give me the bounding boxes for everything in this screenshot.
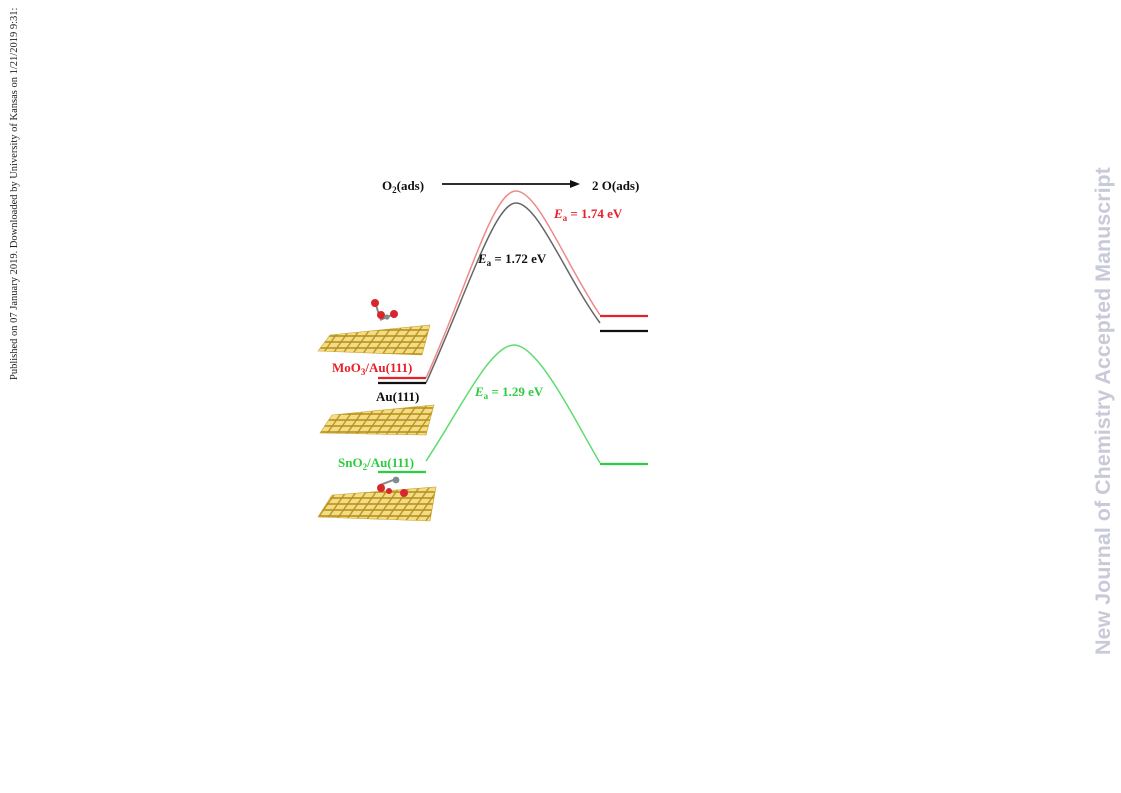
au-energy-curve <box>425 202 601 384</box>
publication-note: Published on 07 January 2019. Downloaded… <box>6 0 20 380</box>
journal-watermark-text: New Journal of Chemistry Accepted Manusc… <box>1091 167 1115 655</box>
reaction-arrow-head <box>570 180 580 188</box>
svg-text:O2(ads): O2(ads) <box>382 178 424 195</box>
product-label: 2 O(ads) <box>592 178 639 193</box>
mo-surface-label: MoO3/Au(111) <box>332 360 412 377</box>
publication-note-text: Published on 07 January 2019. Downloaded… <box>9 7 20 380</box>
energy-profile-diagram: O2(ads) 2 O(ads) <box>310 165 670 530</box>
mo-energy-curve <box>425 190 601 379</box>
sn-barrier-label: Ea = 1.29 eV <box>474 384 544 401</box>
reactant-subscript: 2 <box>392 185 397 195</box>
au-slab-image <box>319 404 435 436</box>
reaction-header: O2(ads) 2 O(ads) <box>382 178 639 195</box>
au-barrier-label: Ea = 1.72 eV <box>477 251 547 268</box>
au-surface-label: Au(111) <box>376 389 419 404</box>
mo-barrier-label: Ea = 1.74 eV <box>553 206 623 223</box>
mo-slab-image <box>317 299 431 356</box>
sn-energy-curve <box>425 344 601 464</box>
sn-surface-label: SnO2/Au(111) <box>338 455 414 472</box>
sn-slab-image <box>317 476 437 522</box>
reactant-suffix: (ads) <box>397 178 424 193</box>
reactant-label: O <box>382 178 392 193</box>
journal-watermark: New Journal of Chemistry Accepted Manusc… <box>1088 130 1116 660</box>
